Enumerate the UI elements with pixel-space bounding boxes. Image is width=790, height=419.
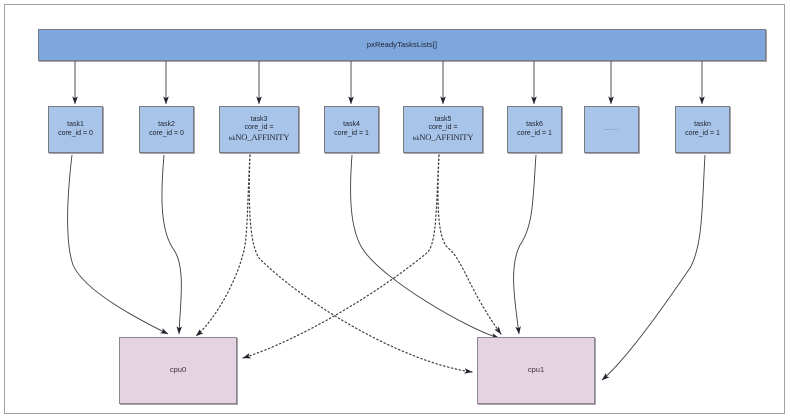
task-node-task2[interactable]: task2 core_id = 0 (139, 106, 194, 153)
task-affinity-value: tskNO_AFFINITY (229, 132, 290, 143)
task-name: task6 (526, 121, 543, 129)
task-name: task4 (343, 121, 360, 129)
task-node-task3[interactable]: task3 core_id = tskNO_AFFINITY (219, 106, 299, 153)
task-name: task2 (158, 121, 175, 129)
ready-tasks-lists-bar[interactable]: pxReadyTasksLists[] (38, 29, 766, 61)
task-affinity-prefix: tsk (412, 136, 420, 143)
task-node-task1[interactable]: task1 core_id = 0 (48, 106, 103, 153)
task-core-id: core_id = (244, 123, 274, 131)
task-affinity-prefix: tsk (228, 136, 236, 143)
task-node-ellipsis[interactable]: ...... (584, 106, 639, 153)
task-core-id: core_id = 1 (334, 129, 369, 137)
task-node-task6[interactable]: task6 core_id = 1 (507, 106, 562, 153)
task-core-id: core_id = 1 (685, 129, 720, 137)
task-name: task3 (250, 115, 268, 123)
task-node-task5[interactable]: task5 core_id = tskNO_AFFINITY (403, 106, 483, 153)
task-node-taskn[interactable]: taskn core_id = 1 (675, 106, 730, 153)
task-core-id: core_id = 0 (149, 129, 184, 137)
task-affinity-const: NO_AFFINITY (419, 132, 474, 143)
cpu-label: cpu0 (169, 365, 187, 375)
cpu-node-cpu0[interactable]: cpu0 (119, 337, 237, 404)
task-core-id: core_id = 0 (58, 129, 93, 137)
task-affinity-const: NO_AFFINITY (235, 132, 290, 143)
cpu-node-cpu1[interactable]: cpu1 (477, 337, 595, 404)
cpu-label: cpu1 (527, 365, 545, 375)
ready-tasks-lists-label: pxReadyTasksLists[] (366, 39, 438, 49)
task-core-id: core_id = 1 (517, 129, 552, 137)
task-name: task5 (434, 115, 452, 123)
task-node-task4[interactable]: task4 core_id = 1 (324, 106, 379, 153)
task-affinity-value: tskNO_AFFINITY (413, 132, 474, 143)
task-name: task1 (67, 121, 84, 129)
task-ellipsis-label: ...... (603, 125, 620, 133)
task-name: taskn (694, 121, 711, 129)
task-core-id: core_id = (428, 123, 458, 131)
